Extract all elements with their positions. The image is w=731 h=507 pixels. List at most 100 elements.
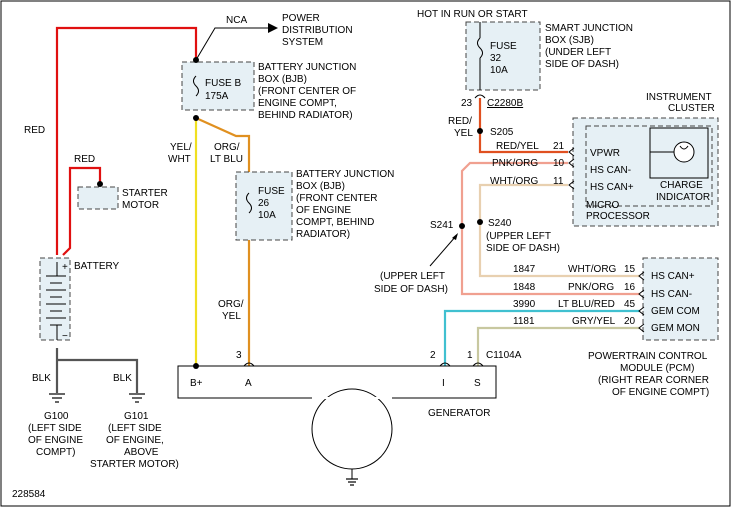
charge-indicator-lamp-icon	[673, 141, 695, 163]
fuse-26-name: FUSE	[258, 186, 285, 197]
cluster-pin-connector-icon	[568, 158, 575, 168]
instrument-cluster-box	[572, 117, 719, 227]
c2280b-name: C2280B	[487, 98, 523, 109]
g101-label-5: STARTER MOTOR)	[90, 459, 179, 470]
g100-label-3: OF ENGINE	[28, 435, 83, 446]
pcm-pin-name: GEM COM	[651, 306, 700, 317]
terminal-a: A	[245, 378, 252, 389]
cluster-pin-vpwr: RED/YEL 21 VPWR	[496, 141, 620, 159]
starter-label-1: STARTER	[122, 188, 168, 199]
pcm-pin-num: 16	[624, 282, 636, 293]
fuse-26-box	[235, 171, 293, 241]
pds-arrow-icon	[268, 23, 278, 33]
pnk-org-wire	[460, 161, 640, 296]
pcm-pin-circuit: 1847	[513, 264, 536, 275]
cluster-pin-hs-can-plus: WHT/ORG 11 HS CAN+	[490, 176, 634, 193]
hot-run-start-label: HOT IN RUN OR START	[417, 9, 528, 20]
terminal-i: I	[442, 378, 445, 389]
cluster-label-1: INSTRUMENT	[646, 92, 712, 103]
pcm-pin-wire: WHT/ORG	[568, 264, 617, 275]
pds-label-1: POWER	[282, 13, 320, 24]
battery-minus-icon: −	[62, 331, 68, 342]
generator-label: GENERATOR	[428, 408, 490, 419]
charge-indicator-box	[649, 127, 709, 179]
g100-label-4: COMPT)	[36, 447, 75, 458]
s240-loc-2: SIDE OF DASH)	[486, 243, 560, 254]
battery-box	[39, 257, 71, 341]
ltblu-red-wire	[443, 309, 640, 366]
pcm-pin-hs-can-plus: 1847 WHT/ORG 15 HS CAN+	[513, 264, 695, 282]
c2280b-connector-icon	[474, 94, 486, 99]
red-yel-label-2: YEL	[454, 128, 473, 139]
sjb-label-1: SMART JUNCTION	[545, 23, 633, 34]
fuse-26-num: 26	[258, 198, 270, 209]
bjb-top-label-3: (FRONT CENTER OF	[258, 86, 356, 97]
pcm-pin-num: 15	[624, 264, 636, 275]
pcm-pin-connector-icon	[638, 323, 645, 333]
sjb-label-4: SIDE OF DASH)	[545, 59, 619, 70]
pcm-box	[642, 257, 719, 341]
fuse-26-amp: 10A	[258, 210, 276, 221]
s205-node	[477, 128, 483, 134]
fuse-b-amp: 175A	[205, 91, 229, 102]
s241-loc-1: (UPPER LEFT	[380, 271, 445, 282]
pcm-label-1: POWERTRAIN CONTROL	[588, 351, 708, 362]
pcm-pin-name: GEM MON	[651, 323, 700, 334]
battery-icon	[46, 262, 66, 340]
gry-yel-wire	[476, 326, 640, 366]
terminal-s: S	[474, 378, 481, 389]
starter-label-2: MOTOR	[122, 200, 159, 211]
s240-node	[477, 219, 483, 225]
yel-wht-label-2: WHT	[168, 154, 191, 165]
s241-loc-2: SIDE OF DASH)	[374, 284, 448, 295]
pcm-pin-wire: LT BLU/RED	[558, 299, 615, 310]
c1104a-label: C1104A	[486, 350, 522, 361]
terminal-i-connector-icon	[439, 362, 451, 367]
org-yel-label-1: ORG/	[218, 299, 244, 310]
bjb-mid-label-1: BATTERY JUNCTION	[296, 169, 394, 180]
yel-wht-label-1: YEL/	[170, 142, 192, 153]
charge-indicator-label-1: CHARGE	[660, 180, 703, 191]
s241-leader	[429, 235, 457, 267]
fuse-32-box	[465, 21, 541, 91]
cluster-label-2: CLUSTER	[668, 103, 715, 114]
cluster-pin-name: HS CAN-	[590, 165, 631, 176]
terminal-b-plus: B+	[190, 378, 203, 389]
fuse-b-name: FUSE B	[205, 78, 241, 89]
micro-processor-box	[585, 125, 713, 207]
s241-node	[459, 223, 465, 229]
pcm-pin-wire: GRY/YEL	[572, 316, 616, 327]
g100-label-1: G100	[44, 411, 69, 422]
cluster-pin-name: VPWR	[590, 148, 620, 159]
fuse-26-icon	[246, 192, 252, 214]
sjb-label-2: BOX (SJB)	[545, 35, 594, 46]
pds-label-3: SYSTEM	[282, 37, 323, 48]
g101-label-1: G101	[124, 411, 149, 422]
pcm-pin-wire: PNK/ORG	[568, 282, 614, 293]
pcm-pin-connector-icon	[638, 306, 645, 316]
g101-label-2: (LEFT SIDE	[108, 423, 162, 434]
generator-pin-2: 2	[430, 350, 436, 361]
bjb-top-label-2: BOX (BJB)	[258, 74, 307, 85]
bjb-mid-label-2: BOX (BJB)	[296, 181, 345, 192]
fuse-32-num: 32	[490, 53, 502, 64]
c2280b-pin: 23	[461, 98, 473, 109]
cluster-pin-name: HS CAN+	[590, 182, 634, 193]
pcm-pin-connector-icon	[638, 271, 645, 281]
cluster-pin-connector-icon	[568, 147, 575, 157]
generator-ground-icon	[346, 478, 358, 486]
pcm-pin-gem-mon: 1181 GRY/YEL 20 GEM MON	[513, 316, 700, 334]
s241-leader-arrow-icon	[452, 233, 458, 240]
bjb-mid-label-6: RADIATOR)	[296, 229, 350, 240]
wht-org-wire	[478, 183, 640, 278]
cluster-pin-wire: PNK/ORG	[492, 158, 538, 169]
generator-mask	[312, 397, 392, 399]
pcm-pin-name: HS CAN+	[651, 271, 695, 282]
terminal-s-connector-icon	[472, 362, 484, 367]
bjb-mid-label-4: OF ENGINE	[296, 205, 351, 216]
pcm-pin-hs-can-minus: 1848 PNK/ORG 16 HS CAN-	[513, 282, 692, 300]
org-yel-label-2: YEL	[222, 311, 241, 322]
terminal-a-connector-icon	[243, 362, 255, 367]
blk-label-2: BLK	[113, 373, 132, 384]
bjb-top-label-5: BEHIND RADIATOR)	[258, 110, 353, 121]
